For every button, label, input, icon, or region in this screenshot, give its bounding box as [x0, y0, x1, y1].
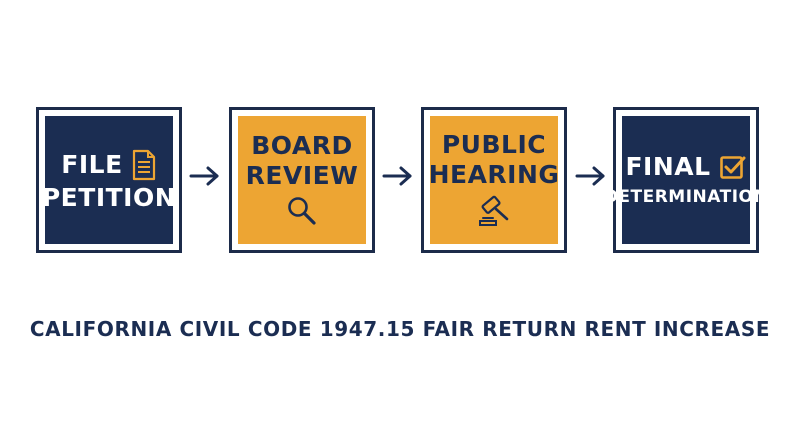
arrow-right-icon [382, 166, 412, 186]
step-2-line-2: REVIEW [245, 161, 359, 190]
step-2-line-1: BOARD [251, 130, 353, 160]
checkbox-icon [719, 156, 746, 179]
arrow-right-icon [189, 166, 219, 186]
step-4-line-1: FINAL [625, 151, 711, 181]
step-final-determination: FINAL DETERMINATION [604, 107, 768, 253]
step-file-petition: FILE PETITION [36, 107, 182, 253]
magnifier-icon [288, 197, 316, 225]
step-3-line-2: HEARING [428, 160, 560, 189]
step-board-review: BOARD REVIEW [229, 107, 375, 253]
step-4-line-2: DETERMINATION [603, 187, 769, 208]
diagram-caption: CALIFORNIA CIVIL CODE 1947.15 FAIR RETUR… [29, 317, 771, 341]
arrow-right-icon [575, 166, 605, 186]
document-icon [132, 149, 155, 180]
step-3-line-1: PUBLIC [441, 129, 547, 159]
step-1-line-1: FILE [61, 149, 123, 179]
step-1-line-2: PETITION [41, 182, 177, 212]
step-public-hearing: PUBLIC HEARING [421, 107, 567, 253]
gavel-icon [479, 196, 509, 227]
